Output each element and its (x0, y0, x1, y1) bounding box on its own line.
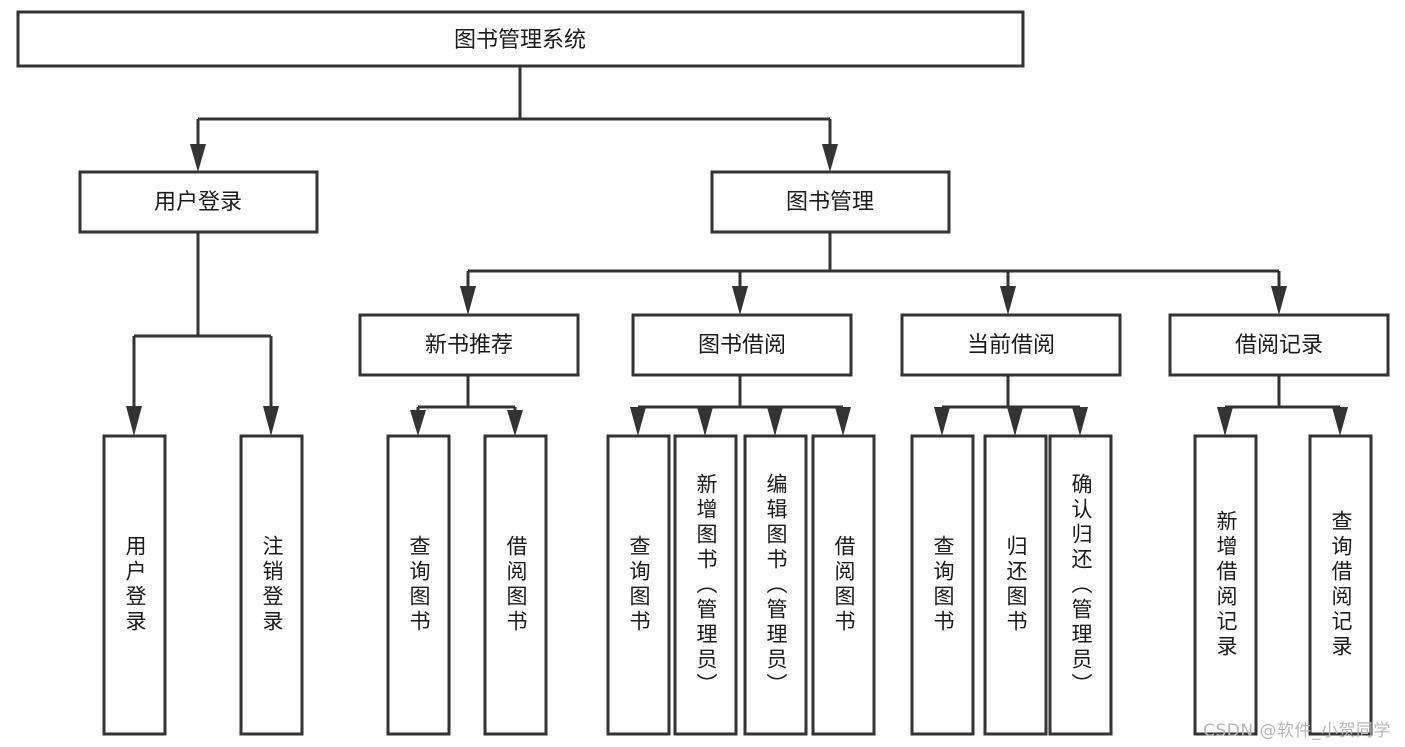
node-leaf-query-book-3-box[interactable] (910, 434, 975, 736)
node-borrow-record-box[interactable] (1168, 313, 1390, 377)
arrow-head-leaf-query-book-2 (630, 407, 646, 436)
arrow-head-leaf-query-book-1 (410, 410, 426, 436)
node-book-borrow[interactable]: 图书借阅 (631, 313, 853, 377)
connector-root-to-level2 (190, 66, 838, 172)
node-leaf-add-book-box[interactable] (673, 434, 738, 736)
arrow-head-book-borrow (732, 286, 748, 315)
arrow-head-user-login (190, 144, 206, 172)
node-new-book-rec-box[interactable] (358, 313, 580, 377)
arrow-head-new-book-rec (460, 286, 476, 315)
node-leaf-add-record-box[interactable] (1193, 434, 1258, 736)
node-new-book-rec-label: 新书推荐 (425, 333, 513, 358)
arrow-head-leaf-logout (263, 406, 279, 436)
connector-current-borrow-to-leaves (934, 375, 1088, 436)
node-current-borrow[interactable]: 当前借阅 (900, 313, 1122, 377)
arrow-head-leaf-user-login (126, 406, 142, 436)
connector-user-login-to-leaves (126, 232, 279, 436)
node-book-manage-label: 图书管理 (786, 190, 874, 215)
connector-book-borrow-to-leaves (630, 375, 851, 436)
node-new-book-rec[interactable]: 新书推荐 (358, 313, 580, 377)
node-leaf-borrow-book-1-box[interactable] (483, 434, 548, 736)
node-book-borrow-label: 图书借阅 (698, 333, 786, 358)
node-leaf-query-book-2-box[interactable] (606, 434, 671, 736)
node-root-box[interactable] (16, 10, 1025, 68)
node-borrow-record-label: 借阅记录 (1235, 333, 1323, 358)
arrow-head-leaf-add-record (1217, 407, 1233, 436)
arrow-head-borrow-record (1271, 286, 1287, 315)
node-leaf-confirm-return-box[interactable] (1048, 434, 1113, 736)
node-current-borrow-box[interactable] (900, 313, 1122, 377)
connector-book-manage-to-level3 (460, 232, 1287, 315)
connector-new-book-rec-to-leaves (410, 375, 523, 436)
arrow-head-leaf-edit-book (767, 407, 783, 436)
node-leaf-logout-box[interactable] (239, 434, 304, 736)
node-root[interactable]: 图书管理系统 (16, 10, 1025, 68)
node-leaf-query-book-1-box[interactable] (386, 434, 451, 736)
arrow-head-current-borrow (1000, 286, 1016, 315)
arrow-head-leaf-borrow-book-2 (835, 407, 851, 436)
arrow-head-leaf-borrow-book-1 (507, 410, 523, 436)
connector-borrow-record-to-leaves (1217, 375, 1348, 436)
arrow-head-leaf-confirm-return (1072, 407, 1088, 436)
node-leaf-query-record-box[interactable] (1308, 434, 1373, 736)
node-leaf-edit-book-box[interactable] (743, 434, 808, 736)
node-leaf-return-book-box[interactable] (983, 434, 1048, 736)
node-borrow-record[interactable]: 借阅记录 (1168, 313, 1390, 377)
node-leaf-user-login-box[interactable] (102, 434, 167, 736)
node-user-login[interactable]: 用户登录 (78, 170, 319, 234)
arrow-head-book-manage (822, 144, 838, 172)
node-current-borrow-label: 当前借阅 (967, 333, 1055, 358)
arrow-head-leaf-query-record (1332, 407, 1348, 436)
node-book-borrow-box[interactable] (631, 313, 853, 377)
node-leaf-borrow-book-2-box[interactable] (811, 434, 876, 736)
arrow-head-leaf-query-book-3 (934, 407, 950, 436)
node-root-label: 图书管理系统 (454, 28, 586, 53)
arrow-head-leaf-return-book (1007, 407, 1023, 436)
csdn-watermark: CSDN @软件_小贺同学 (1203, 721, 1391, 741)
node-book-manage[interactable]: 图书管理 (710, 170, 951, 234)
node-book-manage-box[interactable] (710, 170, 951, 234)
node-user-login-label: 用户登录 (154, 190, 242, 215)
arrow-head-leaf-add-book (697, 407, 713, 436)
node-user-login-box[interactable] (78, 170, 319, 234)
